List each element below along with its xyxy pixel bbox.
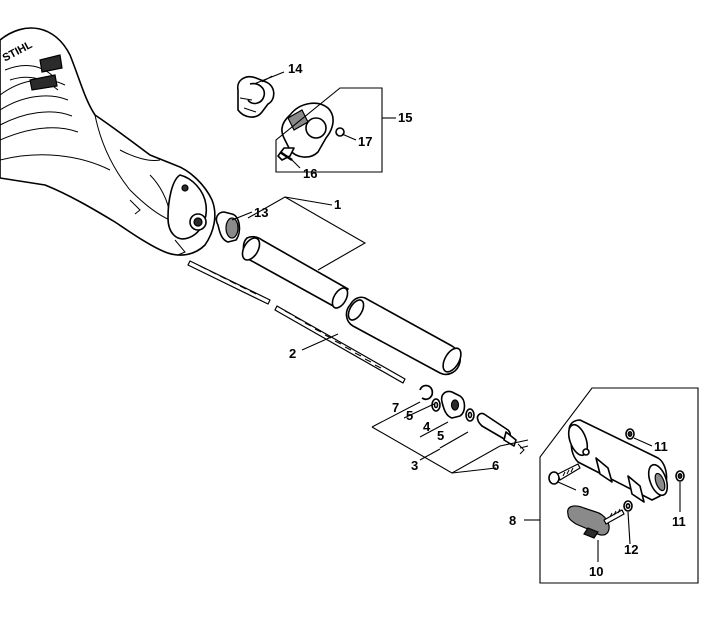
callout-17: 17 (358, 134, 372, 149)
callout-5b: 5 (437, 428, 444, 443)
leader-3-bracket (371, 426, 529, 474)
part-11-nut-a (625, 428, 635, 440)
part-5-washer-b (465, 408, 475, 422)
callout-13: 13 (254, 205, 268, 220)
part-2-leader (301, 333, 339, 351)
leader-17 (341, 133, 357, 141)
callout-12: 12 (624, 542, 638, 557)
callout-1: 1 (334, 197, 341, 212)
part-handle-bracket (567, 419, 669, 503)
part-6-shaft-end (476, 412, 529, 455)
part-11-nut-b (675, 470, 685, 482)
leader-7 (371, 401, 421, 428)
part-15-handle-clamp (277, 102, 345, 162)
group-15-bracket (275, 87, 383, 173)
callout-2: 2 (289, 346, 296, 361)
callout-16: 16 (303, 166, 317, 181)
part-1-leader (247, 196, 367, 271)
callout-8: 8 (509, 513, 516, 528)
callout-6: 6 (492, 458, 499, 473)
part-9-screw (548, 463, 581, 485)
part-12-washer (623, 500, 633, 512)
callout-4: 4 (423, 419, 431, 434)
leader-16 (289, 157, 301, 169)
leader-14 (253, 71, 285, 85)
callout-10: 10 (589, 564, 603, 579)
callout-14: 14 (288, 61, 303, 76)
part-14-clamp (236, 75, 275, 118)
callout-15: 15 (398, 110, 412, 125)
engine-housing: STIHL (0, 27, 216, 256)
callout-7: 7 (392, 400, 399, 415)
leader-13 (231, 211, 253, 221)
part-7-circlip (419, 384, 434, 401)
part-2-drive-shaft (187, 260, 406, 384)
part-4-bearing (440, 390, 466, 419)
part-10-wing-screw (567, 505, 625, 539)
callout-9: 9 (582, 484, 589, 499)
part-1-drive-tube (241, 235, 462, 376)
part-13-bushing (215, 211, 241, 243)
group-8-bracket (539, 387, 699, 584)
callout-5a: 5 (406, 408, 413, 423)
callout-11a: 11 (654, 439, 668, 454)
part-5-washer-a (431, 398, 441, 412)
callout-11b: 11 (672, 514, 686, 529)
callout-3: 3 (411, 458, 418, 473)
